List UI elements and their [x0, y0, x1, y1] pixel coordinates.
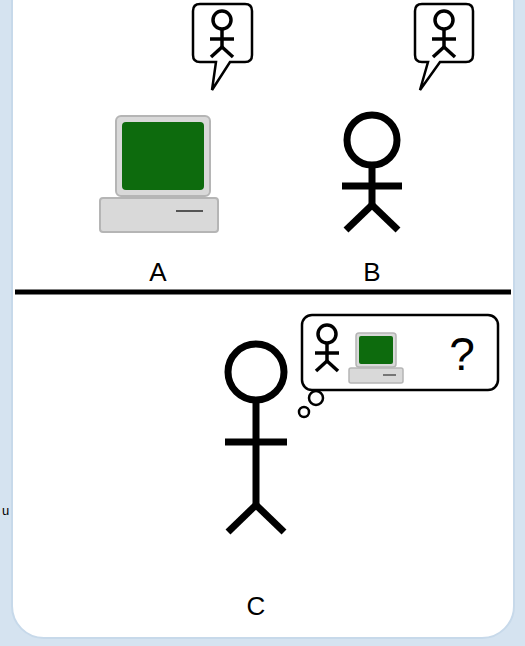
figure-label: C — [247, 593, 266, 619]
panel — [12, 0, 514, 638]
edge-fragment: u — [2, 504, 9, 517]
computer-icon — [100, 116, 218, 232]
thought-bubble — [299, 315, 498, 417]
figure-label: A — [149, 259, 166, 285]
person-figure — [342, 115, 402, 230]
question-mark: ? — [449, 331, 475, 377]
speech-bubble — [193, 4, 252, 90]
divider-line — [15, 290, 511, 295]
speech-bubble — [415, 4, 473, 90]
person-figure — [225, 344, 287, 532]
figure-label: B — [363, 259, 380, 285]
